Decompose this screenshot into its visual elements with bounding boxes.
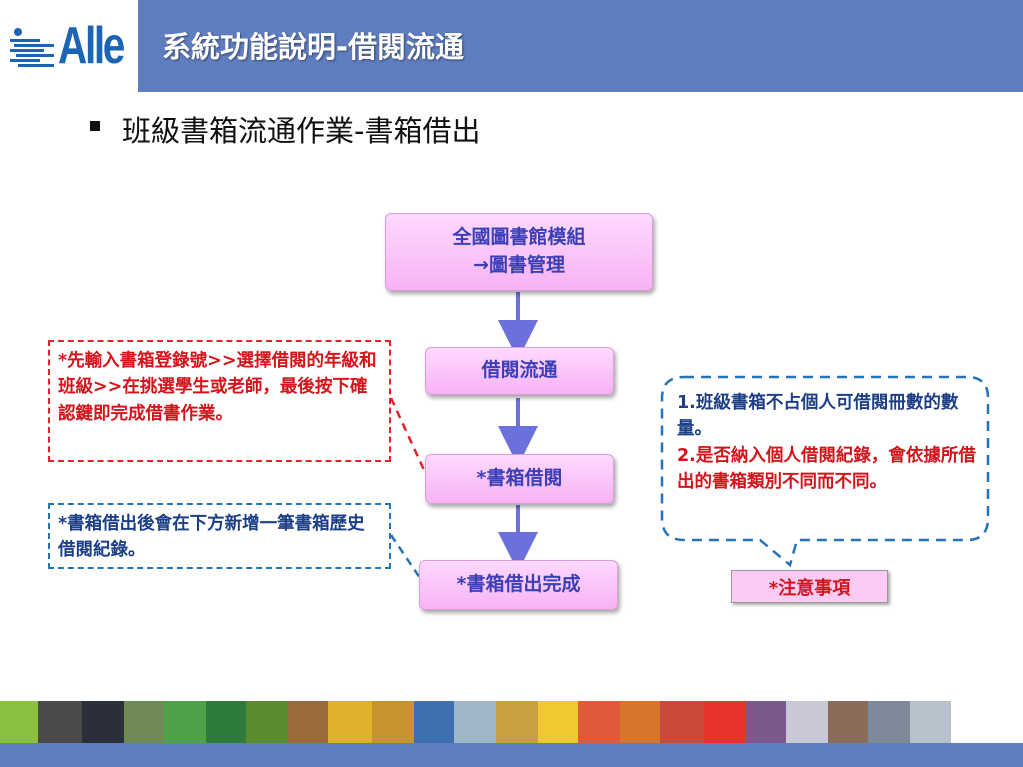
flow-step-borrow-complete: *書箱借出完成 — [419, 560, 618, 610]
flow-step-1-line-1: 全國圖書館模組 — [452, 226, 586, 249]
flow-step-2-label: 借閱流通 — [481, 359, 558, 382]
speech-bubble — [660, 375, 990, 568]
logo-lines-icon — [10, 28, 54, 67]
logo: Alle — [0, 0, 138, 92]
blue-history-note: *書箱借出後會在下方新增一筆書箱歷史借閱紀錄。 — [48, 503, 391, 569]
red-note-connector — [389, 397, 426, 471]
caution-tag: *注意事項 — [731, 570, 888, 603]
page-title: 系統功能說明-借閱流通 — [162, 30, 465, 64]
blue-note-connector — [389, 534, 422, 579]
flow-step-3-label: *書箱借閱 — [476, 467, 563, 490]
logo-text: Alle — [58, 17, 125, 75]
section-subtitle: 班級書箱流通作業-書箱借出 — [122, 114, 481, 148]
flow-step-circulation: 借閱流通 — [425, 347, 614, 395]
flow-step-box-borrow: *書箱借閱 — [425, 454, 614, 504]
header-bar: Alle 系統功能說明-借閱流通 — [0, 0, 1023, 92]
flow-step-1-line-2: →圖書管理 — [473, 254, 565, 276]
bubble-line-2: 2.是否納入個人借閱紀錄，會依據所借出的書箱類別不同而不同。 — [677, 445, 976, 492]
flow-step-4-label: *書箱借出完成 — [456, 573, 581, 596]
bullet-icon — [90, 121, 100, 131]
red-instruction-note: *先輸入書箱登錄號>>選擇借閱的年級和班級>>在挑選學生或老師，最後按下確認鍵即… — [48, 340, 391, 462]
caution-bubble-text: 1.班級書箱不占個人可借閱冊數的數量。 2.是否納入個人借閱紀錄，會依據所借出的… — [677, 390, 977, 495]
flow-step-library-module: 全國圖書館模組 →圖書管理 — [385, 213, 653, 291]
footer-band — [0, 743, 1023, 767]
footer-image-strip — [0, 701, 1023, 743]
bubble-line-1: 1.班級書箱不占個人可借閱冊數的數量。 — [677, 393, 959, 440]
